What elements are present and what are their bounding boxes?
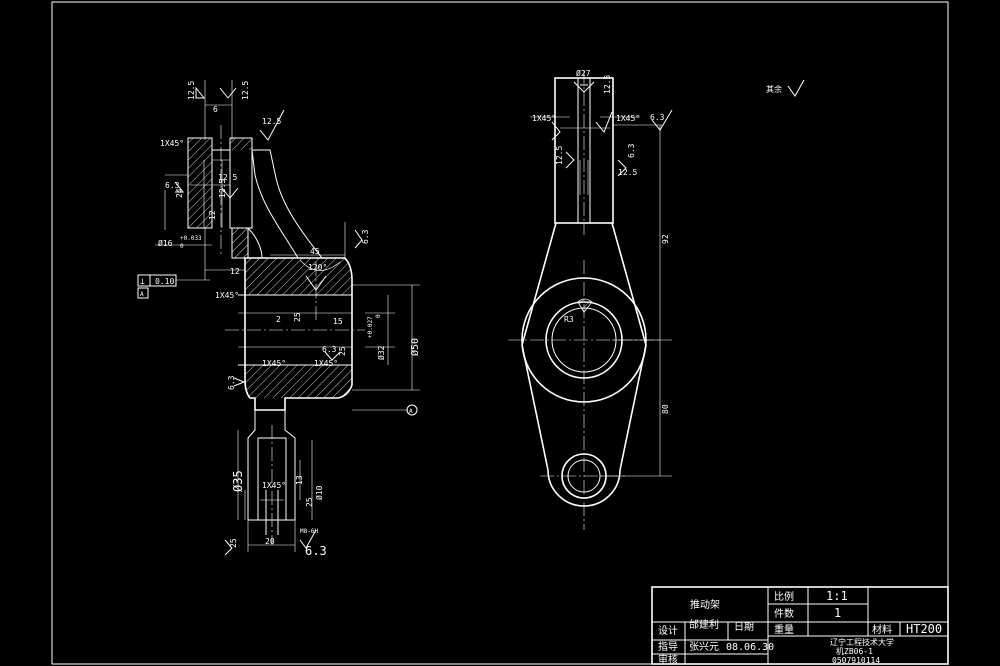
dim-d32-tol-lo: 0 <box>375 314 382 318</box>
tolerance-frame <box>137 274 177 287</box>
datum-a-label: A <box>409 408 413 415</box>
dim-92: 92 <box>661 234 670 244</box>
front-view-annotations: 12.5 12.5 12.5 6.3 12.5 12.5 6.3 6.3 6.3… <box>140 81 421 558</box>
thread-m8: M8-6H <box>300 528 318 535</box>
title-block: 推动架 比例 1:1 件数 1 重量 材料 HT200 设计 邰建利 日期 指导… <box>651 586 949 666</box>
chamfer-bore-right: 1X45° <box>314 359 338 368</box>
ra-63-b: 6.3 <box>361 229 370 244</box>
tb-weight-label: 重量 <box>774 623 794 636</box>
front-section-view <box>137 80 420 556</box>
chamfer-top: 1X45° <box>160 139 184 148</box>
ra-63-c: 6.3 <box>322 345 337 354</box>
drawing-border <box>51 1 949 665</box>
dim-slot-6: 6 <box>213 105 218 114</box>
side-view <box>508 70 805 530</box>
tb-design-label: 设计 <box>658 624 678 637</box>
ra-25-left: 25 <box>229 538 238 548</box>
dim-45: 45 <box>310 247 320 256</box>
dim-120deg: 120° <box>308 263 327 272</box>
side-chamfer-right: 1X45° <box>616 114 640 123</box>
dim-2: 2 <box>276 315 281 324</box>
dim-15: 15 <box>333 317 343 326</box>
ra-125-c: 12.5 <box>262 117 281 126</box>
tb-guide-name: 张兴元 <box>689 641 719 653</box>
dim-d16: Ø16 <box>158 238 173 248</box>
tb-scale-label: 比例 <box>774 590 794 603</box>
tb-scale-value: 1:1 <box>826 589 848 603</box>
dim-d16-tol-lo: 0 <box>180 243 184 250</box>
curved-arm <box>251 149 324 259</box>
side-ra-63-a: 6.3 <box>650 113 665 122</box>
dim-20: 20 <box>265 537 275 546</box>
side-ra-125-a: 12.5 <box>603 75 612 94</box>
side-ra-125-c: 12.5 <box>618 168 637 177</box>
chamfer-stem: 1X45° <box>262 481 286 490</box>
tb-guide-label: 指导 <box>658 640 678 653</box>
tol-value: 0.10 <box>155 277 174 286</box>
tb-school: 辽宁工程技术大学 <box>830 637 894 647</box>
chamfer-hub: 1X45° <box>215 291 239 300</box>
ra-63-d: 6.3 <box>227 375 236 390</box>
tb-date-label: 日期 <box>734 621 754 633</box>
dim-24: 24 <box>175 188 184 198</box>
side-view-annotations: Ø27 92 80 R3 12.5 12.5 6.3 12.5 6.3 1X45… <box>532 68 782 414</box>
dim-25-b: 25 <box>338 346 347 356</box>
tol-datum: A <box>140 291 144 298</box>
dim-13: 13 <box>295 475 304 485</box>
dim-r3: R3 <box>564 315 574 324</box>
tb-student-id: 0507910114 <box>832 656 880 665</box>
datum-a-circle <box>406 404 418 416</box>
tol-symbol: ⊥ <box>140 277 145 286</box>
dim-d10: Ø10 <box>314 485 324 500</box>
tb-designer: 邰建利 <box>689 618 719 631</box>
dim-12: 12 <box>230 267 240 276</box>
tb-class: 机ZB06-1 <box>836 646 873 656</box>
side-ra-63-b: 6.3 <box>627 143 636 158</box>
side-chamfer-left: 1X45° <box>532 114 556 123</box>
tb-date-value: 08.06.30 <box>726 642 774 653</box>
ra-125-d: 12.5 <box>218 179 227 198</box>
dim-d32-tol: +0.027 <box>367 316 374 338</box>
fork-right-wall <box>229 137 253 229</box>
tb-material-value: HT200 <box>906 622 942 636</box>
ra-63-e: 6.3 <box>305 544 327 558</box>
tb-qty-label: 件数 <box>774 607 794 620</box>
ra-125-a: 12.5 <box>187 81 196 100</box>
dim-d35: Ø35 <box>231 470 245 492</box>
tb-part-name: 推动架 <box>690 598 720 611</box>
dim-25-a: 25 <box>293 312 302 322</box>
dim-d50: Ø50 <box>409 338 421 356</box>
dim-d32: Ø32 <box>376 345 386 360</box>
ra-125-b: 12.5 <box>241 81 250 100</box>
dim-12b: 12 <box>208 210 217 220</box>
dim-80: 80 <box>661 404 670 414</box>
tb-material-label: 材料 <box>872 623 892 636</box>
ra-125-e: 12.5 <box>218 173 237 182</box>
dim-25-c: 25 <box>305 497 314 507</box>
dim-d16-tol: +0.033 <box>180 235 202 242</box>
tb-review-label: 审核 <box>658 653 678 666</box>
general-note-label: 其余 <box>766 84 782 94</box>
ra-63-a: 6.3 <box>165 181 180 190</box>
dim-d27: Ø27 <box>576 68 591 78</box>
chamfer-bore-left: 1X45° <box>262 359 286 368</box>
side-ra-125-b: 12.5 <box>555 146 564 165</box>
tb-qty-value: 1 <box>834 606 841 620</box>
